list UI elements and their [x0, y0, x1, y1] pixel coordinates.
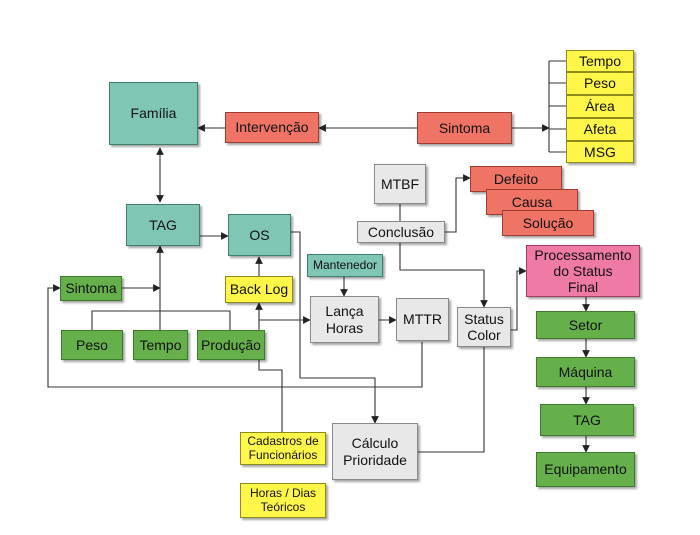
edge-status-calculo: [418, 346, 485, 453]
node-status-color: Status Color: [457, 307, 511, 347]
edge-conclusao-status: [399, 242, 488, 308]
node-msg: MSG: [566, 141, 634, 163]
node-processamento: Processamento do Status Final: [526, 245, 640, 297]
node-horas-dias: Horas / Dias Teóricos: [240, 483, 326, 518]
node-backlog: Back Log: [225, 276, 293, 303]
edge-status-processamento: [511, 267, 527, 331]
edge-cadastros-backlog: [255, 302, 283, 432]
edge-os-calculo: [291, 231, 379, 424]
node-afeta: Afeta: [566, 118, 634, 141]
node-sintoma-left: Sintoma: [60, 276, 122, 301]
edge-mttr-sintoma-loop: [47, 284, 423, 388]
edge-backlog-lanca: [258, 303, 311, 324]
node-cadastros: Cadastros de Funcionários: [240, 432, 326, 465]
node-sintoma-top: Sintoma: [417, 112, 512, 144]
node-equipamento: Equipamento: [536, 452, 635, 487]
node-tempo-bottom: Tempo: [133, 330, 188, 360]
node-maquina: Máquina: [536, 357, 635, 387]
node-conclusao: Conclusão: [357, 221, 445, 243]
node-calculo: Cálculo Prioridade: [332, 423, 418, 480]
node-intervencao: Intervenção: [225, 112, 319, 143]
node-familia: Família: [109, 82, 198, 145]
node-area: Área: [566, 95, 634, 118]
edge-conclusao-defeito: [445, 174, 471, 233]
node-mttr: MTTR: [396, 298, 449, 341]
node-tempo: Tempo: [566, 50, 634, 72]
node-mtbf: MTBF: [374, 164, 426, 204]
node-tag-right: TAG: [540, 404, 634, 436]
node-setor: Setor: [536, 311, 635, 339]
node-solucao: Solução: [502, 210, 594, 236]
node-peso-bottom: Peso: [61, 330, 123, 360]
node-lanca-horas: Lança Horas: [310, 296, 379, 343]
node-peso: Peso: [566, 72, 634, 95]
node-defeito: Defeito: [470, 166, 562, 192]
node-tag: TAG: [126, 204, 200, 246]
node-os: OS: [228, 214, 291, 256]
node-producao: Produção: [197, 330, 265, 360]
node-mantenedor: Mantenedor: [307, 254, 383, 277]
